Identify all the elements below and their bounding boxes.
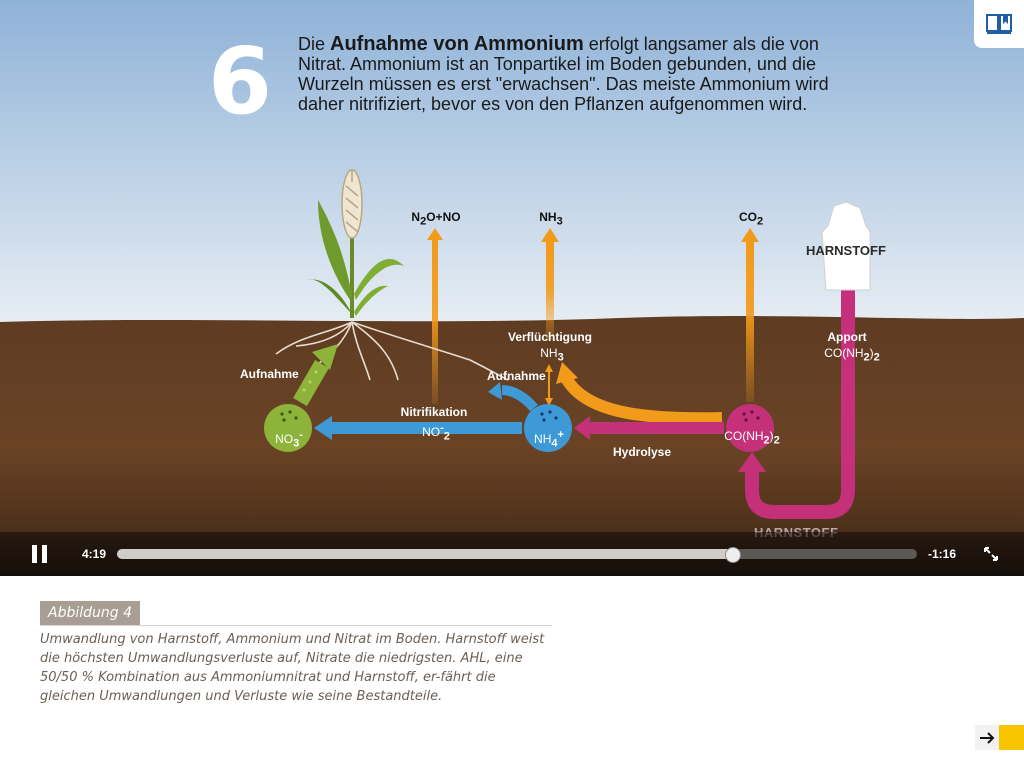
label-apport: Apport [827,330,867,344]
progress-fill [117,549,733,559]
label-nitrifikation: Nitrifikation [400,405,468,419]
label-verfluechtigung-nh3: NH3 [540,346,564,364]
video-controls: 4:19 -1:16 [0,532,1024,576]
label-nh3-gas: NH3 [539,210,563,228]
headline-text: Die Aufnahme von Ammonium erfolgt langsa… [298,34,858,114]
fullscreen-button[interactable] [981,544,1001,564]
label-aufnahme-mid: Aufnahme [487,369,546,383]
pause-icon [32,545,37,563]
remaining-time: -1:16 [928,547,957,561]
headline-bold: Aufnahme von Ammonium [330,33,584,55]
node-urea [726,404,774,452]
node-ammonium-label: NH4+ [534,429,564,450]
progress-thumb[interactable] [725,547,741,563]
aufnahme-arrow-blue [501,385,538,412]
headline-lead: Die [298,34,331,54]
arrow-right-icon [980,731,995,744]
label-verfluechtigung: Verflüchtigung [508,330,592,344]
book-icon [986,14,1012,34]
label-co2-gas: CO2 [738,210,764,228]
node-ammonium [524,404,572,452]
harnstoff-bag-label: HARNSTOFF [806,243,886,258]
next-button[interactable] [975,725,999,750]
bookmark-button[interactable] [974,0,1024,48]
gas-arrow-co2 [741,228,759,402]
step-number: 6 [208,28,272,135]
pause-icon-bar [42,545,47,563]
falling-granules [841,294,854,322]
orange-curve-head [556,362,578,384]
caption-divider [40,625,552,626]
hydrolysis-arrow [588,422,724,434]
next-accent [999,725,1024,750]
node-nitrate [264,404,312,452]
headline-rest: erfolgt langsamer als die von Nitrat. Am… [298,34,829,114]
label-n2o-no: N2O+NO [411,210,461,228]
diagram-scene [0,0,1024,576]
label-apport-formula: CO(NH2)2 [824,346,880,364]
pause-button[interactable] [32,545,48,563]
label-hydrolyse: Hydrolyse [612,445,672,459]
volatilisation-arrow [545,364,553,406]
nitrification-arrow [330,422,522,434]
video-player[interactable]: 6 Die Aufnahme von Ammonium erfolgt lang… [0,0,1024,576]
gas-arrow-n2o [427,228,443,404]
urea-loop [745,290,855,519]
node-nitrate-label: NO3- [275,429,303,450]
gas-arrow-nh3 [541,228,559,340]
node-urea-label: CO(NH2)2 [724,429,780,447]
figure-label: Abbildung 4 [40,601,141,625]
fullscreen-icon [984,547,998,561]
progress-bar[interactable] [117,547,917,563]
harnstoff-bag [821,201,871,291]
label-no2: NO-2 [422,422,450,443]
label-aufnahme-left: Aufnahme [240,367,299,381]
figure-caption: Umwandlung von Harnstoff, Ammonium und N… [40,632,545,704]
current-time: 4:19 [82,547,107,561]
orange-curve-arrow [560,374,723,425]
wheat-plant [306,169,404,318]
